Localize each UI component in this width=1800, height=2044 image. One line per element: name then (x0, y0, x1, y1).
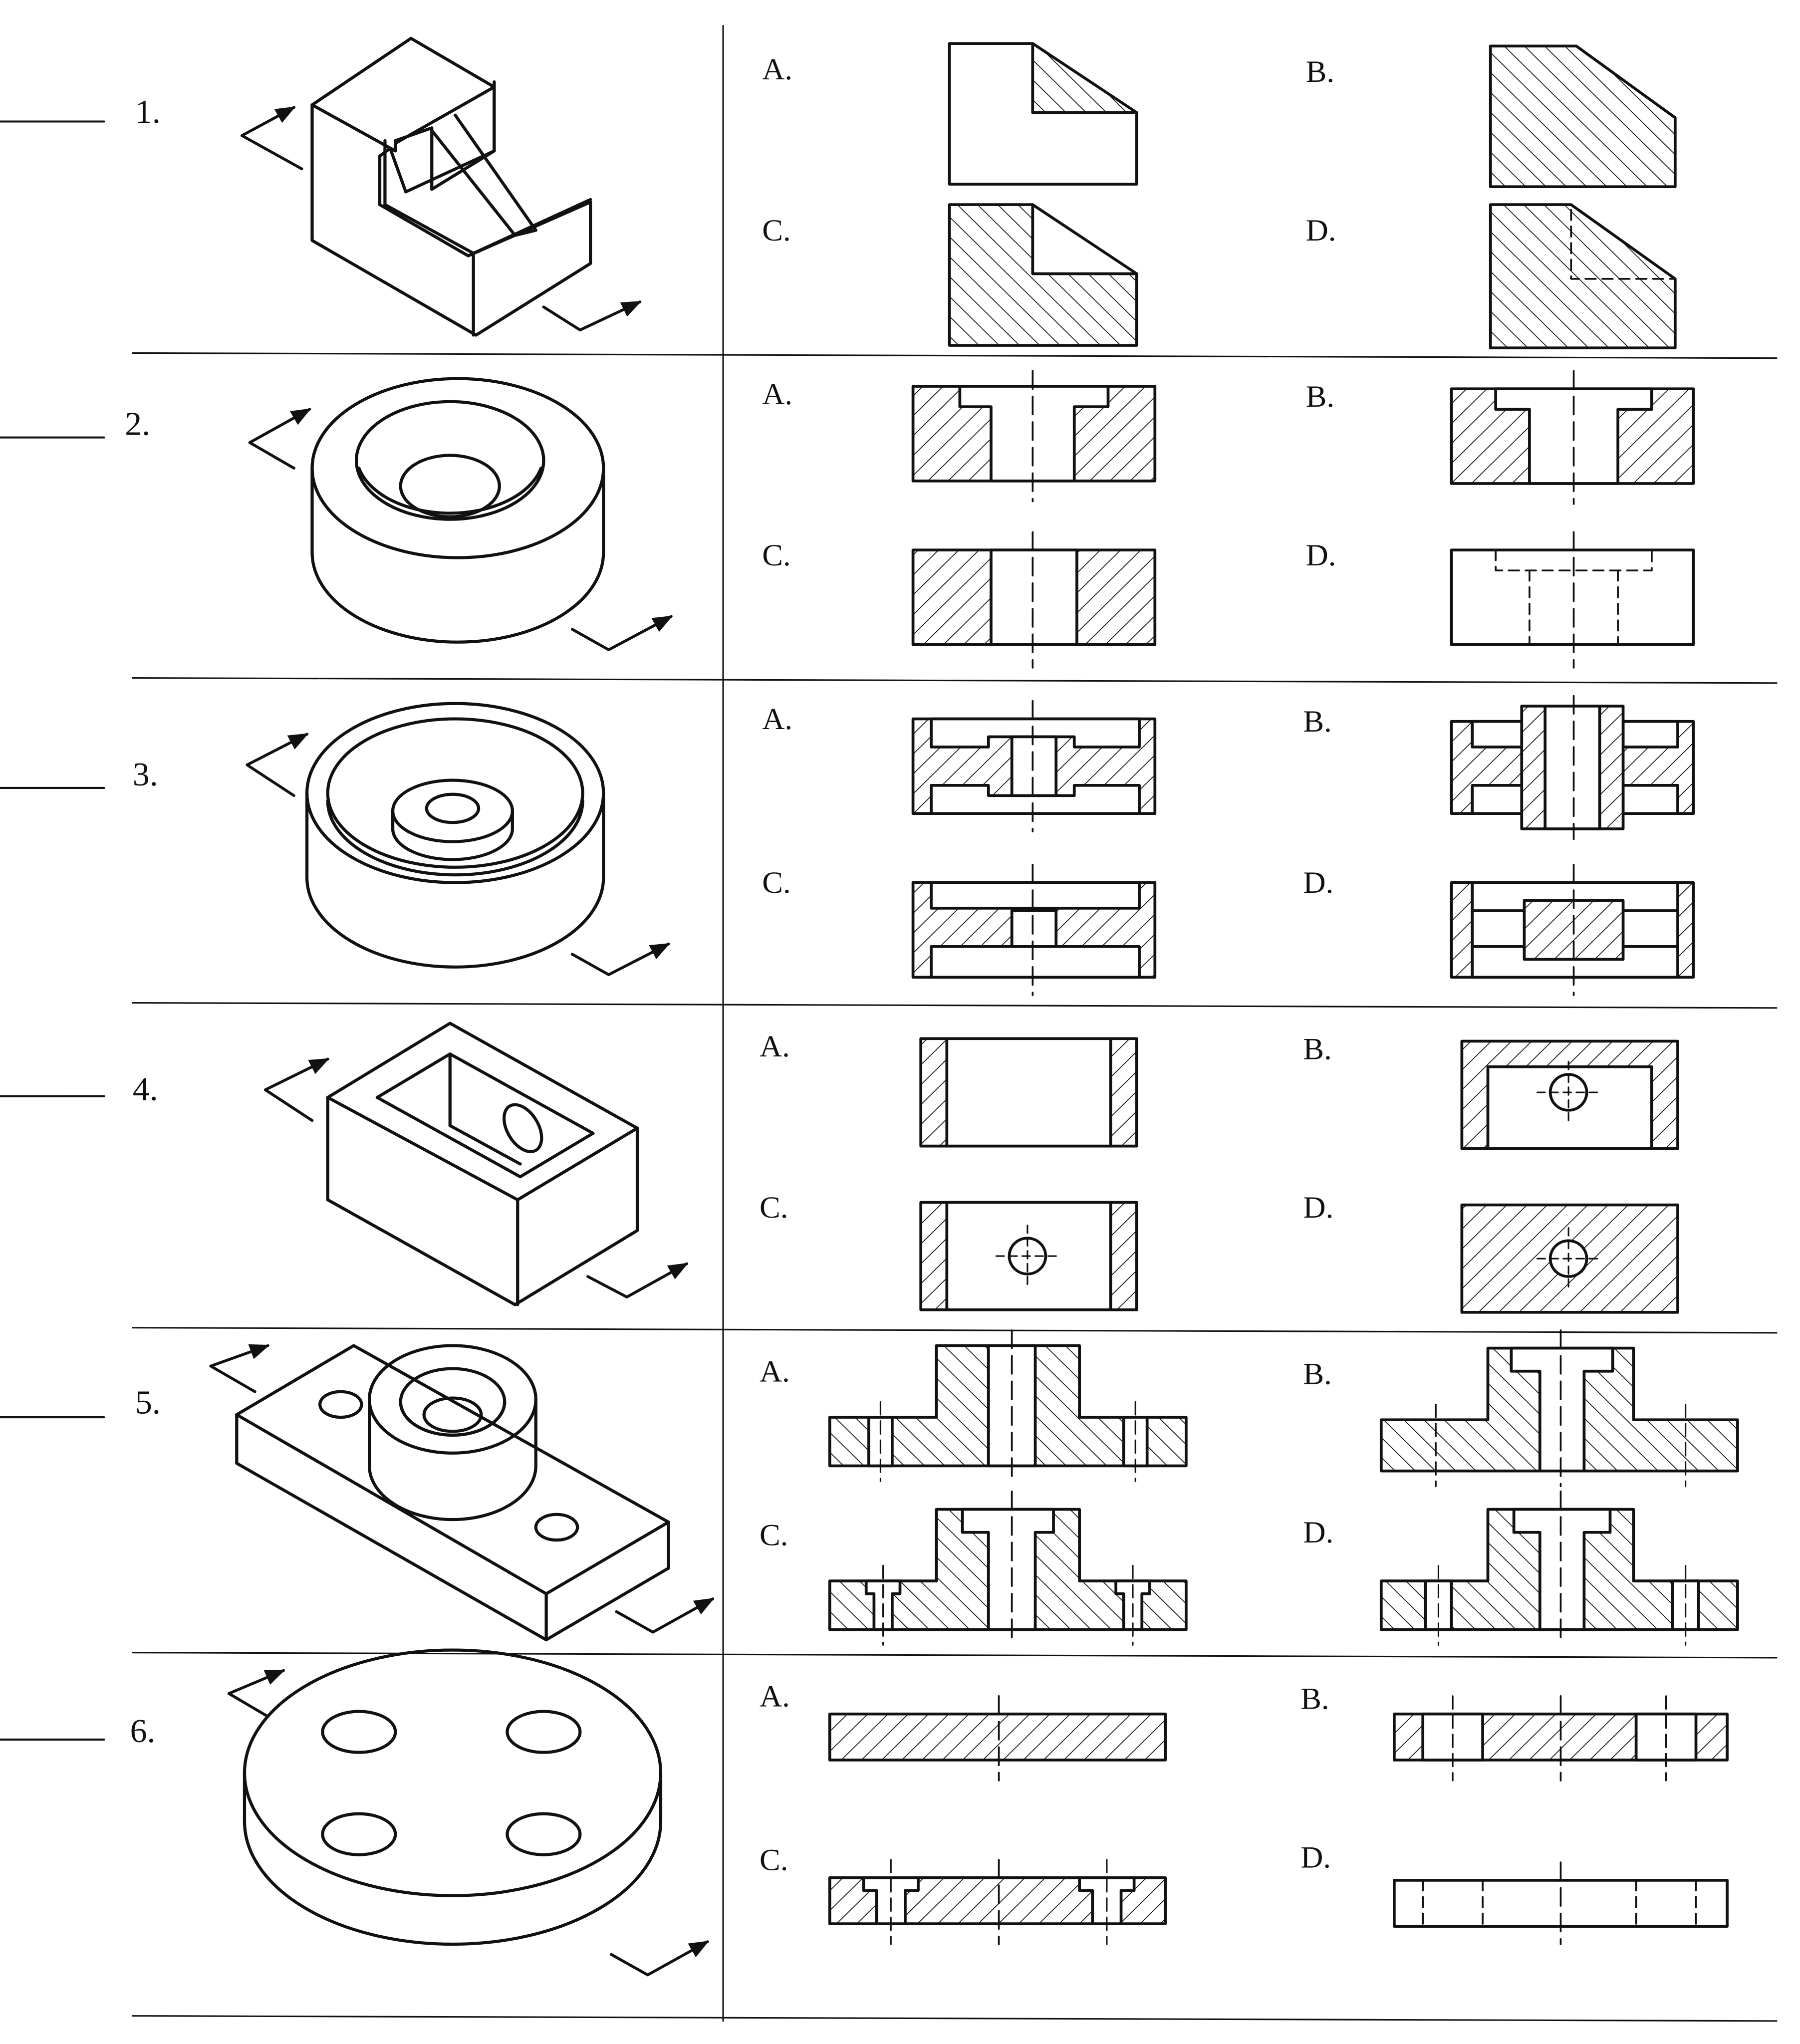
q6-option-c-view (828, 1859, 1167, 1945)
q5-pictorial-flange (235, 1344, 670, 1642)
q1-option-a-label: A. (762, 52, 792, 86)
q5-option-c-view (828, 1490, 1188, 1646)
q4-option-b-view (1460, 1039, 1679, 1150)
q4-option-c-label: C. (760, 1191, 788, 1225)
q1-option-a-view (948, 42, 1138, 186)
q6-option-c-label: C. (760, 1843, 788, 1877)
q1-cutting-plane-arrow-top (240, 106, 303, 171)
q3-option-c-label: C. (762, 866, 790, 900)
q3-option-c-view (911, 863, 1157, 996)
q3-option-d-label: D. (1303, 866, 1333, 900)
q6-option-d-view (1392, 1861, 1729, 1945)
q4-option-b-label: B. (1303, 1032, 1331, 1066)
q3-pictorial-ring (305, 702, 605, 969)
q3-option-a-label: A. (762, 702, 792, 736)
answer-blanks[interactable] (0, 120, 105, 1741)
q6-option-a-view (828, 1695, 1167, 1782)
q1-option-c-label: C. (762, 214, 790, 247)
cutting-plane-arrows (209, 106, 715, 1977)
q1-option-b-view (1489, 44, 1677, 189)
q5-option-b-view (1379, 1329, 1739, 1488)
q4-option-a-label: A. (760, 1030, 790, 1063)
q1-option-c-view (948, 203, 1138, 347)
question-5-number: 5. (135, 1384, 161, 1421)
q1-pictorial-block (310, 36, 592, 337)
q4-cutting-plane-arrow-bottom (586, 1262, 689, 1298)
option-letters: A. B. C. D. A. B. C. D. A. B. C. D. A. B… (760, 52, 1336, 1877)
q5-option-c-label: C. (760, 1519, 788, 1552)
q3-cutting-plane-arrow-top (246, 733, 309, 797)
q6-option-b-label: B. (1300, 1682, 1329, 1716)
q3-option-d-view (1450, 863, 1695, 996)
q2-option-a-label: A. (762, 377, 792, 411)
question-4-number: 4. (133, 1070, 158, 1107)
q6-option-a-label: A. (760, 1680, 790, 1713)
question-numbers: 1. 2. 3. 4. 5. 6. (125, 93, 161, 1750)
question-2-number: 2. (125, 405, 150, 442)
q2-option-b-label: B. (1306, 380, 1334, 414)
q1-option-d-label: D. (1306, 214, 1336, 247)
q2-option-b-view (1450, 370, 1695, 505)
q2-cutting-plane-arrow-top (248, 408, 311, 470)
q2-option-a-view (911, 370, 1157, 503)
q3-option-b-label: B. (1303, 705, 1331, 739)
q4-option-d-view (1460, 1203, 1679, 1314)
q5-option-d-view (1379, 1490, 1739, 1646)
q6-cutting-plane-arrow-bottom (610, 1940, 710, 1977)
q6-option-b-view (1392, 1695, 1729, 1782)
q3-option-a-view (911, 700, 1157, 832)
q5-cutting-plane-arrow-bottom (615, 1597, 715, 1634)
q4-option-d-label: D. (1303, 1191, 1333, 1225)
q4-option-c-view (919, 1201, 1138, 1311)
q5-option-a-label: A. (760, 1355, 790, 1388)
q1-cutting-plane-arrow-bottom (542, 300, 642, 332)
q1-option-d-view (1489, 203, 1677, 350)
q5-option-b-label: B. (1303, 1357, 1331, 1391)
q2-pictorial-ring (310, 377, 605, 644)
question-6-number: 6. (130, 1713, 156, 1750)
q1-option-b-label: B. (1306, 55, 1334, 88)
q4-pictorial-box (326, 1022, 639, 1306)
q3-cutting-plane-arrow-bottom (570, 942, 671, 976)
q4-cutting-plane-arrow-top (263, 1057, 330, 1122)
q2-option-d-label: D. (1306, 538, 1336, 572)
q3-option-b-view (1450, 695, 1695, 840)
question-3-number: 3. (133, 756, 158, 792)
question-1-number: 1. (135, 93, 161, 130)
q5-option-d-label: D. (1303, 1516, 1333, 1549)
q5-cutting-plane-arrow-top (209, 1344, 270, 1393)
q6-option-d-label: D. (1300, 1841, 1331, 1874)
q6-cutting-plane-arrow-top (227, 1669, 285, 1718)
q5-option-a-view (828, 1329, 1188, 1482)
q2-option-c-view (911, 531, 1157, 669)
q4-option-a-view (919, 1037, 1138, 1148)
q2-option-c-label: C. (762, 538, 790, 572)
q2-option-d-view (1450, 531, 1695, 669)
q2-cutting-plane-arrow-bottom (570, 615, 673, 651)
q6-pictorial-plate (243, 1648, 663, 1946)
